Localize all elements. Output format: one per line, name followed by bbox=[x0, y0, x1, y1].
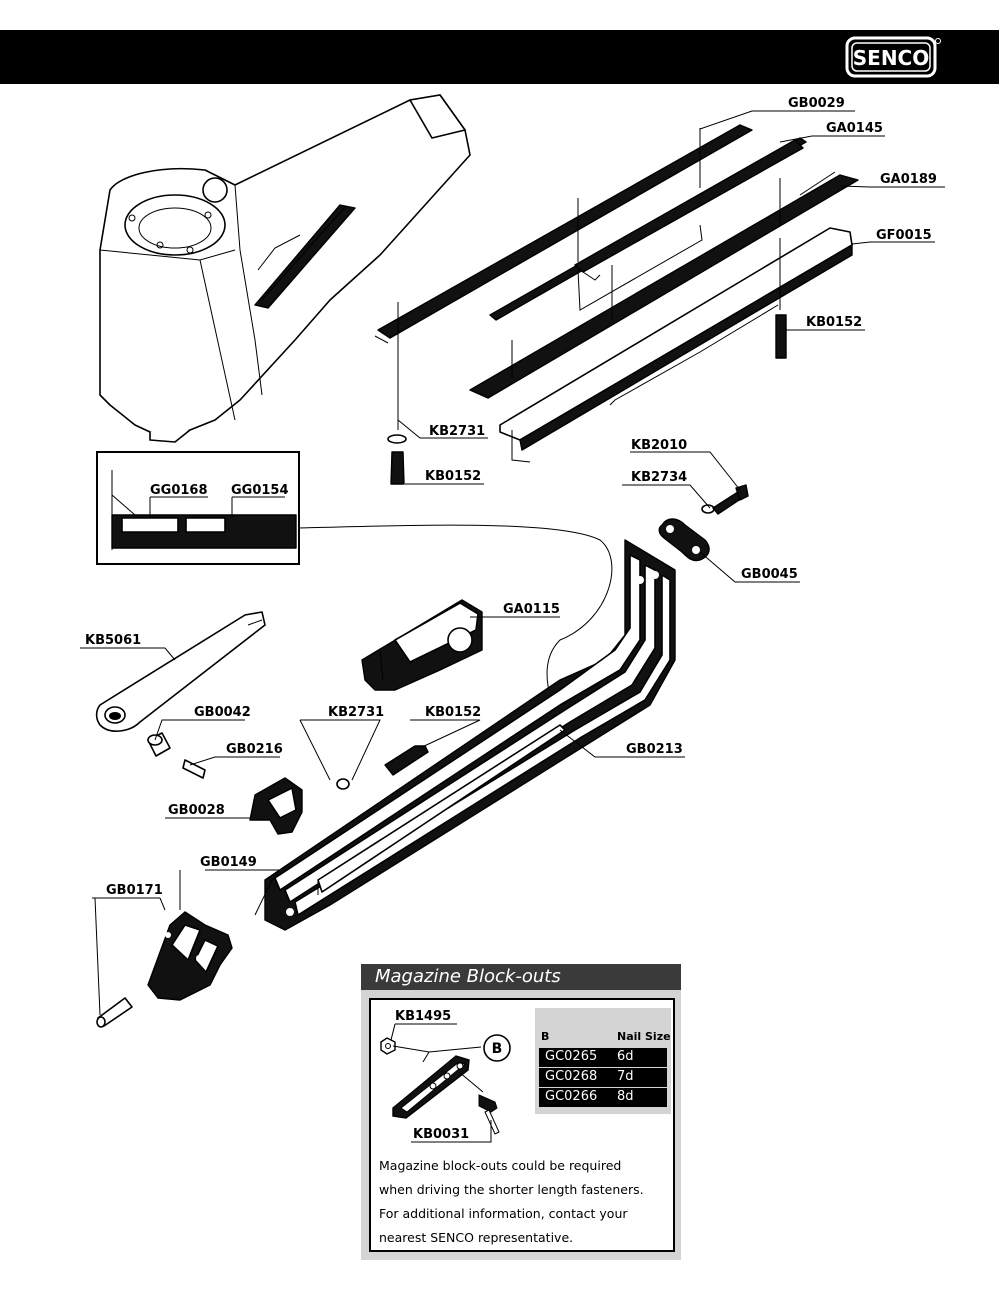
note-line: nearest SENCO representative. bbox=[379, 1230, 574, 1245]
senco-logo: SENCO bbox=[845, 36, 941, 78]
callout-GB0028: GB0028 bbox=[168, 803, 225, 818]
table-row: GC0265 6d bbox=[539, 1048, 667, 1067]
latch-bracket bbox=[249, 777, 303, 835]
blockout-title: Magazine Block-outs bbox=[375, 966, 561, 987]
callout-labels: GB0029 GA0145 GA0189 GF0015 KB0152 KB273… bbox=[85, 96, 937, 898]
table-header-nail-size: Nail Size bbox=[617, 1030, 671, 1043]
table-cell-part: GC0268 bbox=[545, 1069, 598, 1084]
table-cell-part: GC0265 bbox=[545, 1049, 598, 1064]
note-line: Magazine block-outs could be required bbox=[379, 1158, 622, 1173]
table-header-b: B bbox=[541, 1030, 550, 1043]
callout-KB2010: KB2010 bbox=[631, 438, 687, 453]
nail-size-table: B Nail Size GC0265 6d GC0268 7d GC0266 8… bbox=[535, 1008, 671, 1114]
callout-GB0149: GB0149 bbox=[200, 855, 257, 870]
magazine bbox=[264, 539, 676, 931]
callout-GB0171: GB0171 bbox=[106, 883, 163, 898]
table-cell-part: GC0266 bbox=[545, 1089, 598, 1104]
table-cell-size: 7d bbox=[617, 1069, 634, 1084]
callout-KB2731-top: KB2731 bbox=[429, 424, 485, 439]
callout-GB0045: GB0045 bbox=[741, 567, 798, 582]
link-plate bbox=[658, 518, 710, 562]
latch-block bbox=[96, 911, 233, 1028]
callout-KB5061: KB5061 bbox=[85, 633, 141, 648]
spacer-and-pin bbox=[147, 732, 206, 779]
magazine-rails bbox=[374, 124, 859, 463]
table-row: GC0268 7d bbox=[539, 1068, 667, 1087]
callout-GG0154: GG0154 bbox=[231, 483, 289, 498]
callout-KB1495: KB1495 bbox=[395, 1009, 451, 1024]
callout-GA0189: GA0189 bbox=[880, 172, 937, 187]
callout-GB0213: GB0213 bbox=[626, 742, 683, 757]
table-row: GC0266 8d bbox=[539, 1088, 667, 1107]
note-line: when driving the shorter length fastener… bbox=[379, 1182, 644, 1197]
callout-KB0152-left: KB0152 bbox=[425, 469, 481, 484]
blockout-circle-b bbox=[483, 1034, 511, 1062]
inset-detail bbox=[96, 451, 300, 565]
callout-GG0168: GG0168 bbox=[150, 483, 208, 498]
nailer-body bbox=[99, 94, 471, 443]
callout-KB2734: KB2734 bbox=[631, 470, 687, 485]
blockout-content: KB1495 B KB0031 B bbox=[369, 998, 675, 1252]
logo-text: SENCO bbox=[853, 46, 929, 70]
callout-KB2731-mid: KB2731 bbox=[328, 705, 384, 720]
table-cell-size: 6d bbox=[617, 1049, 634, 1064]
blockout-drawing: KB1495 B KB0031 bbox=[380, 1009, 511, 1143]
follower-arm bbox=[95, 611, 266, 732]
callout-GF0015: GF0015 bbox=[876, 228, 932, 243]
callout-KB0152-top: KB0152 bbox=[806, 315, 862, 330]
callout-GB0029: GB0029 bbox=[788, 96, 845, 111]
callout-GA0115: GA0115 bbox=[503, 602, 560, 617]
blockout-circle-b-label: B bbox=[492, 1041, 503, 1057]
magazine-blockouts-panel: Magazine Block-outs KB1495 B bbox=[361, 964, 681, 1260]
blockout-note: Magazine block-outs could be required wh… bbox=[379, 1154, 671, 1250]
callout-GB0042: GB0042 bbox=[194, 705, 251, 720]
table-cell-size: 8d bbox=[617, 1089, 634, 1104]
callout-KB0031: KB0031 bbox=[413, 1127, 469, 1142]
leader-lines bbox=[80, 110, 945, 1016]
mid-fasteners bbox=[336, 745, 429, 790]
note-line: For additional information, contact your bbox=[379, 1206, 628, 1221]
blockout-header: Magazine Block-outs bbox=[361, 964, 681, 990]
callout-GB0216: GB0216 bbox=[226, 742, 283, 757]
header-bar bbox=[0, 30, 999, 84]
callout-KB0152-mid: KB0152 bbox=[425, 705, 481, 720]
callout-GA0145: GA0145 bbox=[826, 121, 883, 136]
pusher bbox=[361, 599, 483, 691]
